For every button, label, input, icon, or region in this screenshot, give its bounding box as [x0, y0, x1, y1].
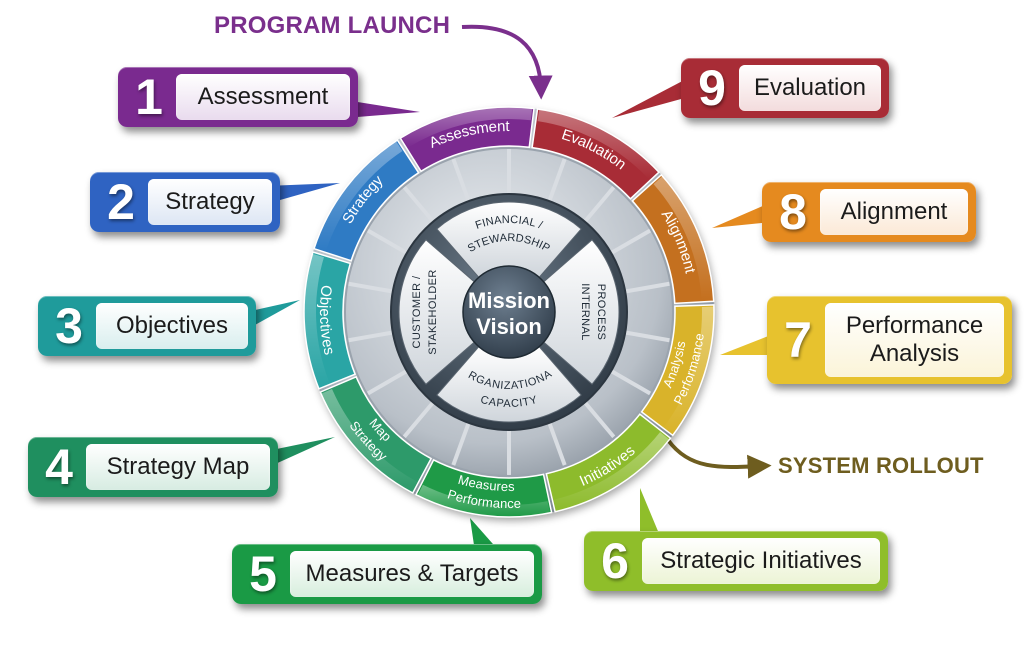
quadrant-label: INTERNAL — [579, 283, 591, 341]
ring-segment-assessment: Assessment — [399, 106, 535, 173]
wheel-spoke — [624, 281, 672, 294]
wheel-spoke — [346, 330, 394, 343]
callout-pointer-assessment — [345, 100, 420, 118]
callout-pointer-strategy-map — [262, 437, 335, 470]
wheel-spoke — [346, 281, 394, 294]
step-number: 8 — [779, 184, 807, 240]
callout-pointer-strategy — [266, 183, 340, 204]
launch-arrow — [461, 24, 553, 100]
step-number: 7 — [784, 312, 812, 368]
wheel-spoke — [583, 401, 617, 440]
quadrant-label: FINANCIAL / — [474, 214, 545, 232]
quadrant-label: CUSTOMER / — [411, 275, 423, 348]
wheel-spoke — [365, 369, 408, 397]
wheel-spoke — [610, 227, 653, 255]
callout-pointer-evaluation — [612, 76, 692, 118]
wheel-spoke — [610, 369, 653, 397]
callout-pointer-objectives — [246, 300, 300, 330]
wheel-spoke — [583, 184, 617, 223]
wheel-spoke — [450, 156, 471, 202]
rollout-arrow — [666, 438, 772, 479]
callout-pointer-measures-targets — [470, 518, 500, 552]
step-callout-strategy: 2 Strategy — [90, 172, 280, 232]
wheel-spoke — [401, 184, 435, 223]
step-number: 6 — [601, 533, 629, 589]
vision-label: Vision — [476, 314, 542, 339]
step-label: Objectives — [96, 303, 248, 349]
step-label: Strategy — [148, 179, 272, 225]
step-label: Strategic Initiatives — [642, 538, 880, 584]
step-callout-strategy-map: 4 Strategy Map — [28, 437, 278, 497]
step-label: Measures & Targets — [290, 551, 534, 597]
step-number: 5 — [249, 546, 277, 602]
ring-segment-objectives: Objectives — [303, 251, 357, 390]
wheel-spoke — [547, 156, 568, 202]
step-label: Performance Analysis — [825, 303, 1004, 377]
wheel-spoke — [450, 422, 471, 468]
quadrant-label: CAPACITY — [479, 394, 539, 410]
step-number: 3 — [55, 298, 83, 354]
program-launch-label: PROGRAM LAUNCH — [214, 12, 451, 39]
quadrant-internal-process: INTERNAL PROCESS — [543, 239, 620, 385]
step-callout-evaluation: 9 Evaluation — [681, 58, 889, 118]
step-label: Assessment — [176, 74, 350, 120]
step-number: 2 — [107, 174, 135, 230]
step-callout-measures-targets: 5 Measures & Targets — [232, 544, 542, 604]
quadrant-customer-stakeholder: CUSTOMER / STAKEHOLDER — [398, 239, 475, 385]
quadrant-label: PROCESS — [595, 284, 607, 341]
quadrant-label: STAKEHOLDER — [427, 269, 439, 355]
callout-pointer-alignment — [712, 202, 772, 228]
mission-label: Mission — [468, 288, 550, 313]
wheel-spoke — [365, 227, 408, 255]
system-rollout-label: SYSTEM ROLLOUT — [778, 453, 984, 478]
callout-pointer-performance-analysis — [720, 333, 776, 355]
step-callout-strategic-initiatives: 6 Strategic Initiatives — [584, 531, 888, 591]
step-callout-assessment: 1 Assessment — [118, 67, 358, 127]
step-label: Alignment — [820, 189, 968, 235]
step-number: 9 — [698, 60, 726, 116]
quadrant-financial-stewardship: FINANCIAL /STEWARDSHIP — [436, 201, 582, 278]
wheel-spoke — [547, 422, 568, 468]
step-callout-objectives: 3 Objectives — [38, 296, 256, 356]
step-number: 4 — [45, 439, 73, 495]
mission-vision-hub — [462, 265, 556, 359]
wheel-spoke — [624, 330, 672, 343]
wheel-inner-rim — [344, 147, 674, 477]
step-callout-alignment: 8 Alignment — [762, 182, 976, 242]
ring-segment-label: Objectives — [316, 284, 338, 356]
step-label: Strategy Map — [86, 444, 270, 490]
step-number: 1 — [135, 69, 163, 125]
wheel-spoke — [401, 401, 435, 440]
step-label: Evaluation — [739, 65, 881, 111]
